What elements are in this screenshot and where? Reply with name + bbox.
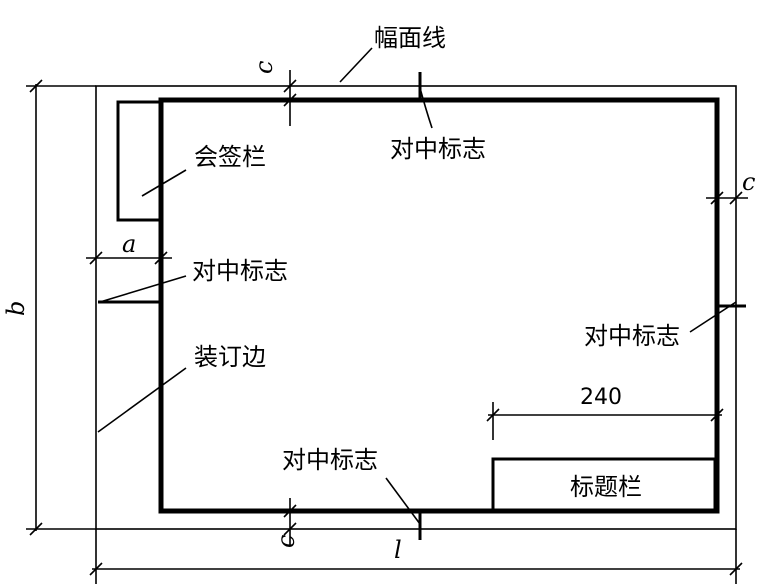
dim-b-label: b [2,301,30,316]
dim-a-label: a [122,230,136,258]
label-title-block: 标题栏 [570,473,642,501]
leader-signature [141,169,187,197]
dimension-c-top [283,70,297,126]
dim-240-label: 240 [580,385,622,410]
label-centering-left: 对中标志 [192,257,288,285]
dimension-c-bottom [283,498,297,546]
leader-centering-bottom [385,477,421,525]
dimension-a [86,251,172,265]
label-sheet-line: 幅面线 [374,24,446,52]
dim-l-label: l [394,536,402,564]
dimension-l [89,529,743,584]
dimension-c-right [706,191,748,205]
label-binding-edge: 装订边 [194,343,266,371]
signature-box [116,100,163,222]
leader-binding [97,367,187,433]
label-centering-top: 对中标志 [390,135,486,163]
dim-c-bottom-label: c [272,535,300,548]
title-block [491,457,717,512]
leader-centering-right [689,301,737,333]
dim-c-top-label: c [250,61,278,74]
dimension-240 [486,402,724,440]
leader-sheet-line [339,47,373,83]
dim-c-right-label: c [742,168,755,196]
label-centering-bottom: 对中标志 [282,446,378,474]
label-centering-right: 对中标志 [584,322,680,350]
leader-centering-top [419,87,433,129]
dimension-b [26,79,96,536]
label-signature-box: 会签栏 [194,143,266,171]
leader-centering-left [99,275,187,303]
